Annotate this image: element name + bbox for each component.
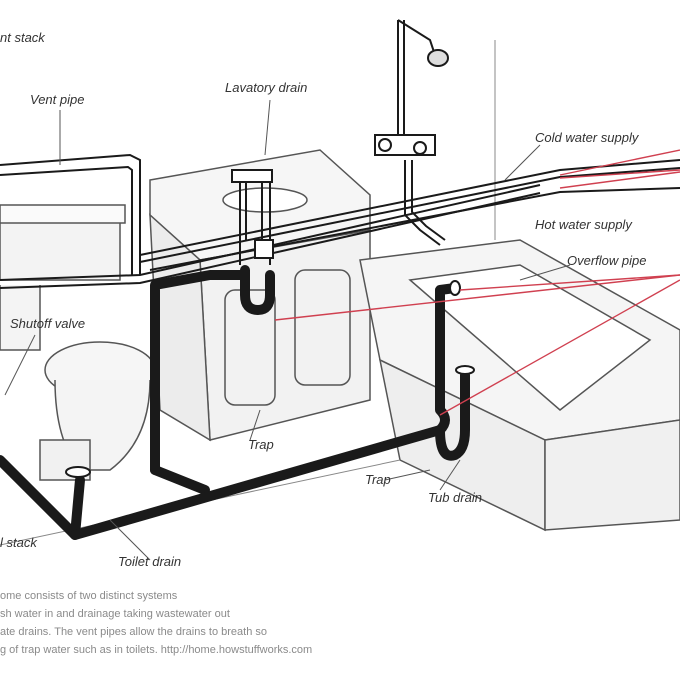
label-overflow-pipe: Overflow pipe bbox=[567, 253, 647, 268]
caption-line-2: sh water in and drainage taking wastewat… bbox=[0, 608, 230, 620]
lavatory-fixture bbox=[231, 169, 274, 265]
label-cold-water-supply: Cold water supply bbox=[535, 130, 639, 145]
label-shutoff-valve: Shutoff valve bbox=[10, 316, 86, 331]
vent-pipe bbox=[0, 153, 541, 289]
label-lavatory-drain: Lavatory drain bbox=[225, 80, 308, 95]
shower bbox=[374, 19, 449, 246]
label-toilet-drain: Toilet drain bbox=[118, 554, 182, 569]
callout-leaders bbox=[274, 149, 680, 416]
label-leaders bbox=[4, 99, 571, 561]
label-vent-pipe: Vent pipe bbox=[30, 92, 85, 107]
caption-line-1: ome consists of two distinct systems bbox=[0, 590, 178, 602]
water-supply-lines bbox=[139, 159, 680, 271]
drain-fittings bbox=[65, 280, 475, 478]
label-soil-stack: l stack bbox=[0, 535, 37, 550]
label-tub-drain: Tub drain bbox=[428, 490, 482, 505]
caption-line-4: g of trap water such as in toilets. http… bbox=[0, 644, 313, 656]
bathtub bbox=[359, 239, 680, 532]
label-trap-tub: Trap bbox=[365, 472, 391, 487]
vanity-cabinet bbox=[149, 149, 371, 442]
label-vent-stack: nt stack bbox=[0, 30, 45, 45]
drain-pipes bbox=[0, 265, 470, 540]
caption-line-3: ate drains. The vent pipes allow the dra… bbox=[0, 626, 268, 638]
label-trap-sink: Trap bbox=[248, 437, 274, 452]
label-hot-water-supply: Hot water supply bbox=[535, 217, 632, 232]
